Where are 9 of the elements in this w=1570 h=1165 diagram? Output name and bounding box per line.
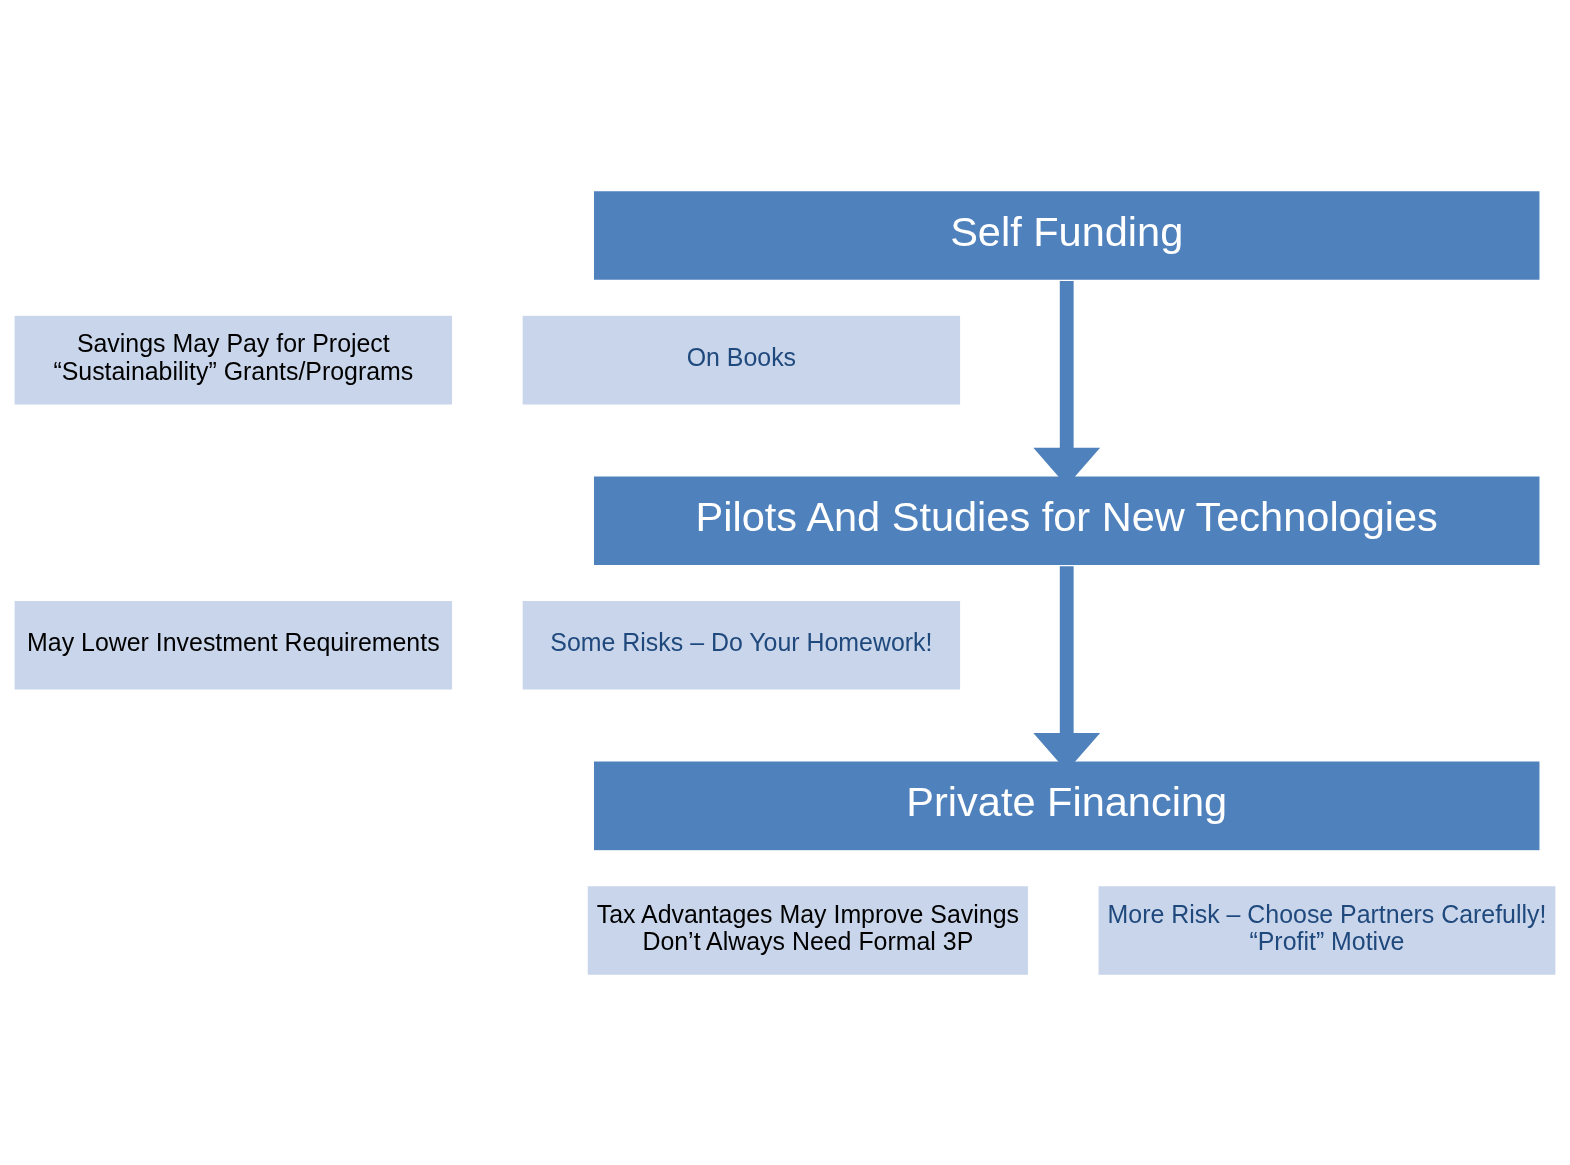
node-box: Self Funding xyxy=(592,189,1541,281)
node-box: Some Risks – Do Your Homework! xyxy=(521,599,962,691)
node-box: May Lower Investment Requirements xyxy=(13,599,454,691)
node-box: Savings May Pay for Project “Sustainability” Grants/Programs xyxy=(13,313,454,406)
node-box: Tax Advantages May Improve Savings Don’t Always Need Formal 3P xyxy=(586,884,1030,976)
node-box: More Risk – Choose Partners Carefully! “Profit” Motive xyxy=(1097,884,1557,976)
node-box: Pilots And Studies for New Technologies xyxy=(592,474,1541,566)
node-box: Private Financing xyxy=(592,759,1541,852)
node-box: On Books xyxy=(521,313,962,406)
